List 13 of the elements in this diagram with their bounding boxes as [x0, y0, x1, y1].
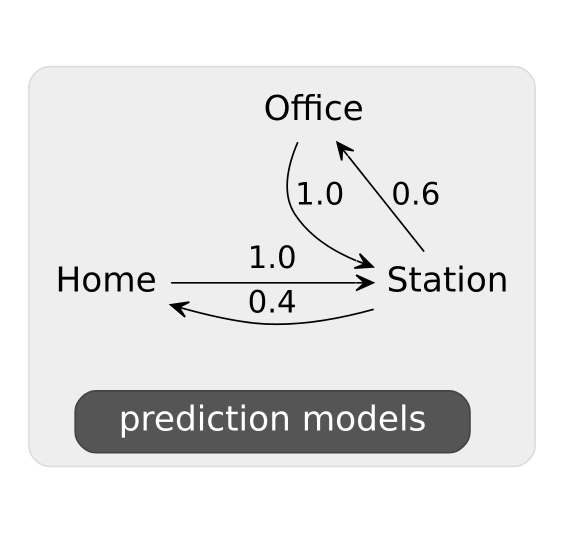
edge-label: 0.6: [391, 176, 440, 213]
node-box: prediction models: [74, 390, 471, 454]
arrow: [286, 142, 374, 270]
node-text: Home: [55, 260, 157, 300]
arrow: [171, 274, 374, 292]
arrow: [170, 301, 374, 325]
node-text: Station: [386, 260, 509, 300]
arrow: [336, 141, 425, 252]
edge-label: 1.0: [295, 176, 344, 213]
edge-label: 0.4: [248, 284, 297, 321]
node-text: Office: [264, 88, 364, 129]
cluster: [28, 66, 536, 468]
edge-label: 1.0: [248, 240, 297, 276]
